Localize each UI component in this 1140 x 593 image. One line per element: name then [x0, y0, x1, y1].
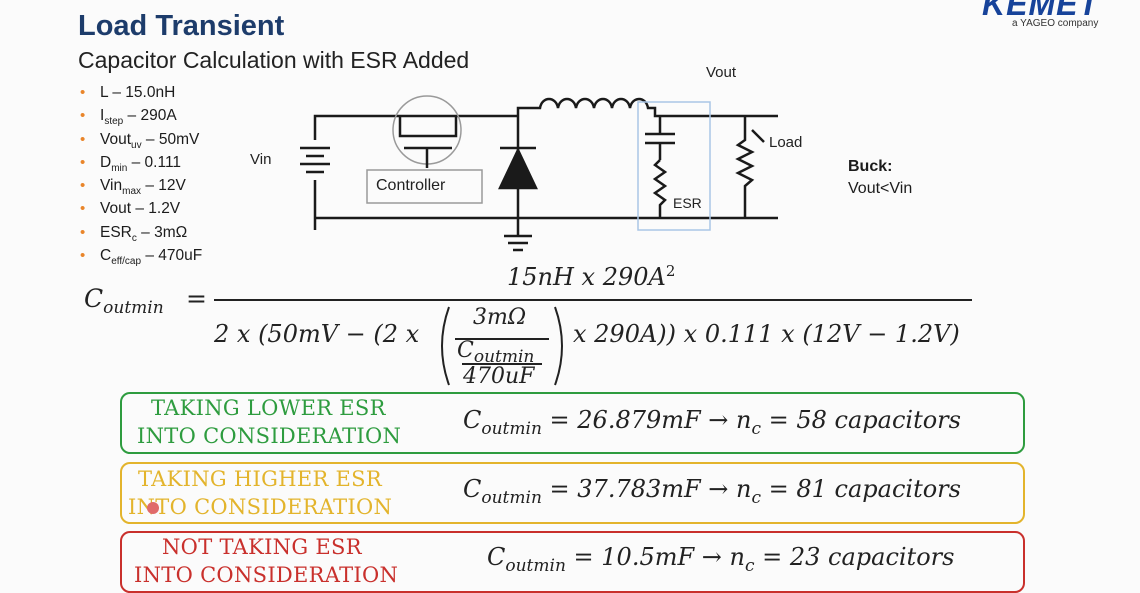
result-higher-esr-equation: Coutmin = 37.783mF → nc = 81 capacitors [463, 475, 961, 508]
parameter-list: L – 15.0nH Istep – 290A Voutuv – 50mV Dm… [80, 82, 202, 268]
logo-tagline: a YAGEO company [1012, 18, 1099, 29]
load-resistor-symbol [735, 116, 755, 218]
buck-converter-schematic [300, 95, 778, 252]
parameter-item: Vout – 1.2V [80, 198, 202, 221]
esr-label: ESR [673, 195, 702, 211]
formula-numerator: 15nH x 290A2 [507, 262, 676, 291]
formula-lhs: Coutmin [84, 284, 164, 318]
controller-box [366, 169, 483, 204]
slide-subtitle: Capacitor Calculation with ESR Added [78, 47, 470, 73]
result-lower-esr-equation: Coutmin = 26.879mF → nc = 58 capacitors [463, 406, 961, 439]
cursor-pointer-icon [147, 502, 159, 514]
formula-equals: = [186, 284, 207, 313]
parameter-item: ESRc – 3mΩ [80, 222, 202, 245]
esr-resistor-symbol [652, 159, 668, 218]
parameter-item: Istep – 290A [80, 105, 202, 128]
vout-label: Vout [706, 64, 737, 81]
parameter-item: Voutuv – 50mV [80, 129, 202, 152]
parameter-item: Vinmax – 12V [80, 175, 202, 198]
battery-icon [300, 140, 330, 180]
cout-fraction-top: Coutmin [457, 338, 535, 367]
result-higher-esr-box [120, 462, 1025, 524]
result-lower-esr-box [120, 392, 1025, 454]
buck-note: Buck: Vout<Vin [848, 156, 912, 200]
result-higher-esr-label: TAKING HIGHER ESR INTO CONSIDERATION [128, 467, 393, 519]
esr-fraction-top: 3mΩ [473, 305, 527, 330]
parameter-item: Ceff/cap – 470uF [80, 245, 202, 268]
result-no-esr-equation: Coutmin = 10.5mF → nc = 23 capacitors [487, 543, 955, 576]
wire-top-left [313, 114, 518, 230]
kemet-logo: KEMET [982, 0, 1099, 22]
buck-condition: Vout<Vin [848, 180, 913, 197]
vin-label: Vin [250, 151, 272, 168]
inner-parentheses [441, 306, 563, 386]
diode-symbol [498, 147, 538, 190]
inductor-symbol [516, 97, 778, 118]
cout-fraction-bottom: 470uF [463, 364, 535, 389]
mosfet-symbol [392, 95, 462, 168]
load-label: Load [769, 134, 803, 151]
esr-highlight-box [637, 101, 711, 231]
slide-title: Load Transient [78, 10, 285, 42]
controller-label: Controller [376, 177, 446, 194]
formula-denominator-part2: x 290A)) x 0.111 x (12V − 1.2V) [573, 320, 960, 348]
parameter-item: L – 15.0nH [80, 82, 202, 105]
capacitor-symbol [645, 116, 675, 160]
ground-icon [504, 234, 532, 252]
buck-title: Buck: [848, 158, 893, 175]
result-no-esr-label: NOT TAKING ESR INTO CONSIDERATION [134, 535, 399, 587]
formula-denominator-part1: 2 x (50mV − (2 x [214, 320, 420, 348]
main-fraction-bar [214, 299, 972, 301]
result-lower-esr-label: TAKING LOWER ESR INTO CONSIDERATION [137, 396, 402, 448]
parameter-item: Dmin – 0.111 [80, 152, 202, 175]
